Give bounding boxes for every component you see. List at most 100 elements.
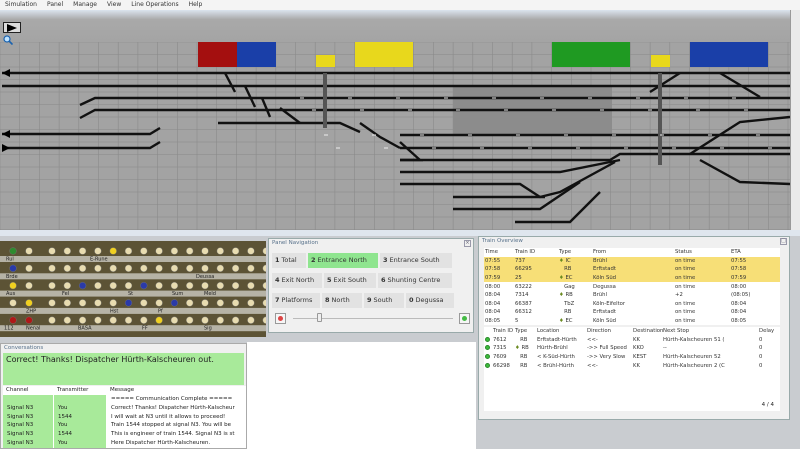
- track-segment[interactable]: [689, 115, 791, 156]
- track-segment[interactable]: [400, 158, 621, 174]
- indicator-lamp[interactable]: [247, 247, 255, 255]
- indicator-lamp[interactable]: [63, 299, 71, 307]
- indicator-lamp[interactable]: [94, 264, 102, 272]
- indicator-lamp[interactable]: [262, 282, 266, 290]
- vertical-scrollbar[interactable]: [790, 10, 800, 232]
- track-segment[interactable]: [719, 71, 761, 99]
- magnifier-icon[interactable]: [3, 35, 13, 45]
- indicator-lamp[interactable]: [201, 264, 209, 272]
- indicator-lamp[interactable]: [94, 299, 102, 307]
- track-segment[interactable]: [2, 140, 161, 150]
- track-segment[interactable]: [260, 97, 272, 118]
- control-block[interactable]: [552, 42, 630, 67]
- column-header[interactable]: Type: [559, 249, 572, 256]
- indicator-lamp[interactable]: [247, 316, 255, 324]
- column-header[interactable]: Destination: [633, 328, 664, 335]
- indicator-lamp[interactable]: [109, 281, 117, 290]
- column-header[interactable]: Location: [537, 328, 560, 335]
- indicator-lamp[interactable]: [186, 281, 194, 290]
- indicator-lamp[interactable]: [140, 316, 148, 324]
- indicator-lamp[interactable]: [186, 316, 194, 324]
- column-header[interactable]: Direction: [587, 328, 611, 335]
- indicator-lamp[interactable]: [262, 247, 266, 255]
- indicator-lamp[interactable]: [170, 247, 179, 255]
- column-header[interactable]: ETA: [731, 249, 741, 256]
- menu-simulation[interactable]: Simulation: [5, 1, 37, 8]
- indicator-lamp[interactable]: [232, 299, 240, 307]
- indicator-lamp[interactable]: [216, 264, 224, 272]
- indicator-lamp[interactable]: [155, 264, 163, 272]
- indicator-lamp[interactable]: [25, 247, 33, 255]
- indicator-lamp[interactable]: [109, 316, 117, 324]
- zoom-slider[interactable]: [293, 318, 453, 319]
- indicator-lamp[interactable]: [232, 247, 240, 255]
- indicator-lamp[interactable]: [201, 281, 209, 290]
- indicator-lamp[interactable]: [9, 264, 17, 272]
- indicator-lamp[interactable]: [247, 281, 255, 290]
- track-segment[interactable]: [399, 141, 424, 162]
- indicator-lamp[interactable]: [48, 316, 56, 324]
- indicator-lamp[interactable]: [109, 247, 117, 255]
- indicator-lamp[interactable]: [25, 316, 33, 324]
- indicator-lamp[interactable]: [262, 316, 266, 324]
- indicator-lamp[interactable]: [232, 281, 240, 290]
- indicator-lamp[interactable]: [124, 247, 133, 255]
- indicator-lamp[interactable]: [262, 299, 266, 307]
- control-block[interactable]: [355, 42, 413, 67]
- indicator-lamp[interactable]: [201, 299, 209, 307]
- indicator-lamp[interactable]: [25, 281, 33, 290]
- indicator-lamp[interactable]: [78, 316, 87, 324]
- indicator-lamp[interactable]: [155, 299, 163, 307]
- indicator-lamp[interactable]: [124, 281, 133, 290]
- track-segment[interactable]: [453, 181, 581, 211]
- indicator-lamp[interactable]: [186, 299, 194, 307]
- indicator-lamp[interactable]: [109, 299, 117, 307]
- column-header[interactable]: Type: [515, 328, 528, 335]
- indicator-lamp[interactable]: [25, 264, 33, 272]
- play-icon[interactable]: [3, 22, 21, 33]
- splitter[interactable]: [0, 230, 800, 236]
- track-layout[interactable]: [0, 41, 791, 230]
- indicator-lamp[interactable]: [9, 247, 17, 255]
- track-segment[interactable]: [699, 158, 791, 186]
- column-header[interactable]: Train ID: [493, 328, 514, 335]
- indicator-lamp[interactable]: [201, 247, 209, 255]
- indicator-lamp[interactable]: [78, 247, 87, 255]
- menu-help[interactable]: Help: [188, 1, 203, 8]
- close-icon[interactable]: ×: [464, 240, 471, 247]
- indicator-lamp[interactable]: [109, 264, 117, 272]
- indicator-lamp[interactable]: [94, 316, 102, 324]
- column-header[interactable]: Delay: [759, 328, 775, 335]
- column-header[interactable]: Next Stop: [663, 328, 690, 335]
- menu-view[interactable]: View: [107, 1, 122, 8]
- indicator-lamp[interactable]: [155, 281, 163, 290]
- indicator-lamp[interactable]: [186, 247, 194, 255]
- indicator-lamp[interactable]: [48, 247, 56, 255]
- indicator-lamp[interactable]: [78, 281, 87, 290]
- indicator-lamp[interactable]: [170, 281, 179, 290]
- indicator-lamp[interactable]: [140, 281, 148, 290]
- track-segment[interactable]: [223, 72, 237, 93]
- indicator-lamp[interactable]: [124, 316, 133, 324]
- indicator-lamp[interactable]: [140, 247, 148, 255]
- menu-manage[interactable]: Manage: [73, 1, 97, 8]
- column-header[interactable]: Time: [485, 249, 498, 256]
- indicator-lamp[interactable]: [170, 316, 179, 324]
- control-block[interactable]: [690, 42, 768, 67]
- control-block[interactable]: [198, 42, 237, 67]
- track-segment[interactable]: [243, 85, 257, 108]
- indicator-lamp[interactable]: [216, 299, 224, 307]
- indicator-lamp[interactable]: [216, 316, 224, 324]
